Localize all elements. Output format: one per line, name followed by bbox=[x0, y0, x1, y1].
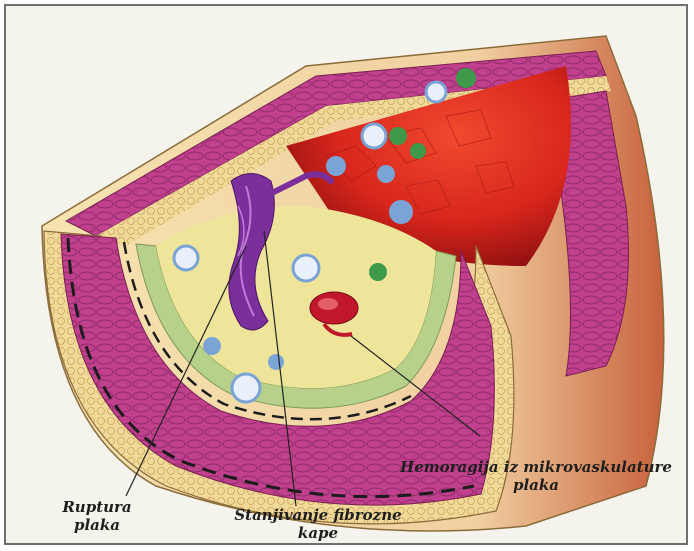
thinning-label: Stanjivanje fibrozne kape bbox=[218, 506, 418, 542]
rupture-label: Ruptura plaka bbox=[52, 498, 142, 534]
hemorrhage-label-line1: Hemoragija iz mikrovaskulature bbox=[398, 458, 674, 476]
thinning-label-line2: kape bbox=[218, 524, 418, 542]
thinning-label-line1: Stanjivanje fibrozne bbox=[218, 506, 418, 524]
hemorrhage-label: Hemoragija iz mikrovaskulature plaka bbox=[398, 458, 674, 494]
rupture-label-line1: Ruptura bbox=[52, 498, 142, 516]
rupture-label-line2: plaka bbox=[52, 516, 142, 534]
hemorrhage-label-line2: plaka bbox=[398, 476, 674, 494]
